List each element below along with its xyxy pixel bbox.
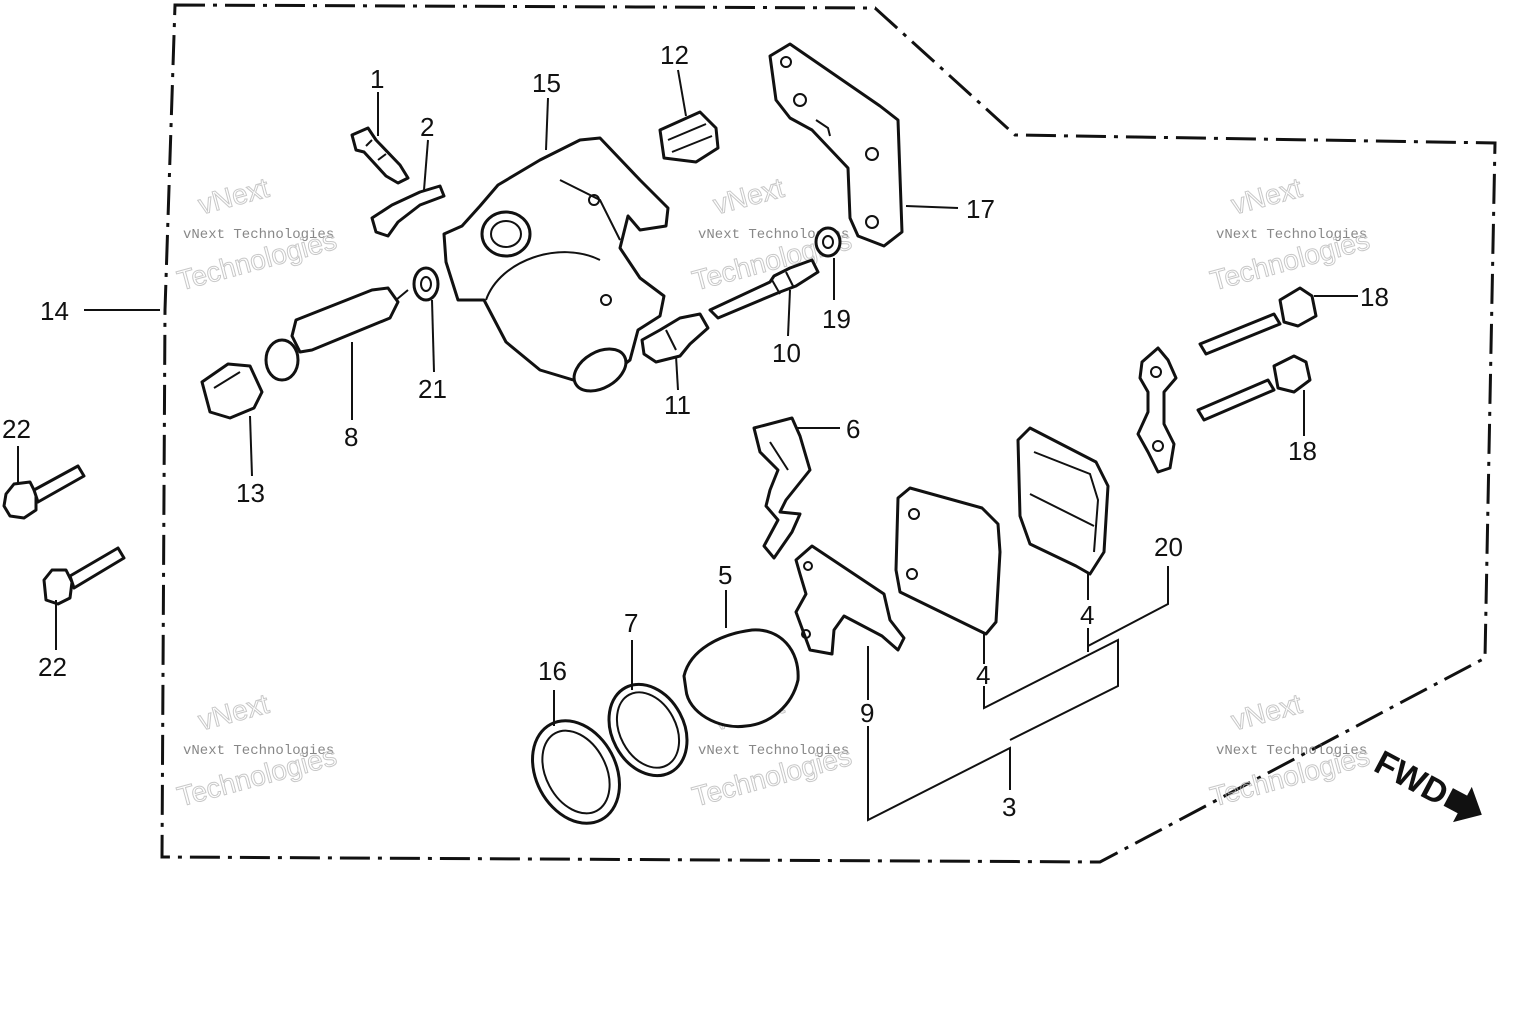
dust-seal: [607, 682, 689, 778]
boot: [658, 110, 720, 164]
slide-pin-long: [264, 286, 409, 382]
label-3: 3: [1002, 792, 1016, 822]
caliper-bracket: [768, 42, 904, 248]
label-11: 11: [664, 390, 691, 420]
label-18b: 18: [1288, 436, 1317, 466]
label-14: 14: [40, 296, 69, 326]
watermark-text: vNext Technologies: [698, 743, 849, 759]
piston-seal: [531, 719, 621, 825]
label-6: 6: [846, 414, 860, 444]
pad-spring: [752, 416, 812, 560]
pad-retainer: [794, 544, 906, 656]
watermark-brand: vNext: [1228, 688, 1305, 737]
label-17: 17: [966, 194, 995, 224]
label-20: 20: [1154, 532, 1183, 562]
label-19: 19: [822, 304, 851, 334]
watermark-brand: vNext: [710, 172, 787, 221]
watermark-brand: vNext: [1228, 172, 1305, 221]
label-18a: 18: [1360, 282, 1389, 312]
bleeder-cap: [370, 184, 446, 238]
label-21: 21: [418, 374, 447, 404]
brake-pad: [1016, 426, 1110, 576]
label-9: 9: [860, 698, 874, 728]
watermark-text: vNext Technologies: [183, 743, 334, 759]
label-7: 7: [624, 608, 638, 638]
fwd-label: FWD: [1368, 744, 1454, 814]
mounting-bolt: [1196, 354, 1312, 422]
watermark-text: vNext Technologies: [1216, 743, 1367, 759]
brake-pad: [894, 486, 1002, 636]
mounting-bolt: [2, 464, 86, 520]
leader-lines: [17, 69, 1358, 822]
watermark-text: vNext Technologies: [698, 227, 849, 243]
label-8: 8: [344, 422, 358, 452]
label-2: 2: [420, 112, 434, 142]
label-13: 13: [236, 478, 265, 508]
watermark-brand: vNext: [195, 172, 272, 221]
mounting-bolt: [42, 546, 126, 606]
label-22b: 22: [38, 652, 67, 682]
label-1: 1: [370, 64, 384, 94]
label-16: 16: [538, 656, 567, 686]
watermark-text: vNext Technologies: [183, 227, 334, 243]
caliper-body: [442, 136, 670, 393]
watermark-brand: vNext: [195, 688, 272, 737]
o-ring-small: [412, 266, 440, 302]
watermark-text: vNext Technologies: [1216, 227, 1367, 243]
part-labels: 1 2 3 4 4 4 5 6 7 8 9 10 11 12 13 14 15 …: [2, 40, 1389, 822]
label-5: 5: [718, 560, 732, 590]
pin-boot: [200, 362, 264, 420]
forward-arrow-icon: [1443, 786, 1482, 823]
label-12: 12: [660, 40, 689, 70]
mounting-bolt: [1198, 286, 1318, 356]
shim-plate: [1136, 346, 1178, 474]
bleeder-valve: [350, 126, 410, 185]
assembly-boundary: [160, 3, 1497, 864]
slide-pin: [708, 258, 820, 320]
label-4b: 4: [1080, 600, 1094, 630]
forward-direction-indicator: FWD: [1368, 744, 1482, 823]
pin-bolt: [640, 312, 710, 364]
label-22a: 22: [2, 414, 31, 444]
washer: [814, 226, 842, 258]
label-4a: 4: [976, 660, 990, 690]
caliper-piston: [682, 628, 800, 729]
label-10: 10: [772, 338, 801, 368]
label-15: 15: [532, 68, 561, 98]
